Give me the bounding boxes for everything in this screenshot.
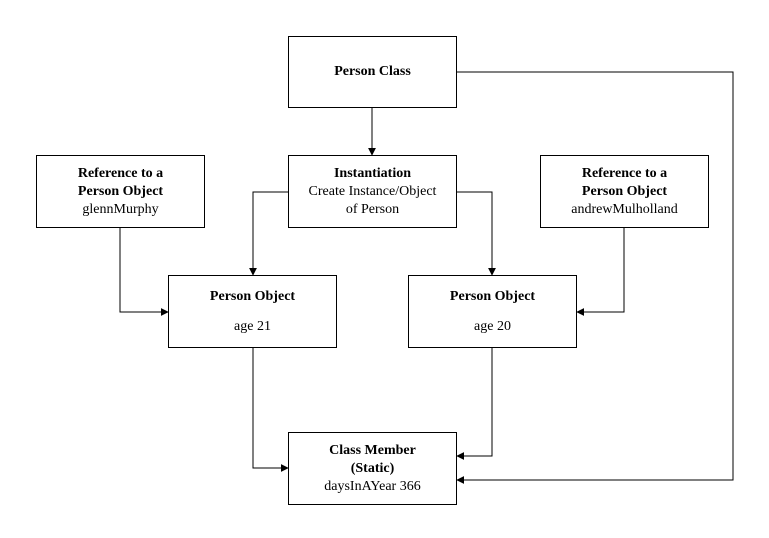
arrow-instantiation-to-object-left [249,191,288,276]
arrow-object-left-to-member [252,348,289,472]
reference-left-line1: Reference to a [77,165,164,181]
class-member-line2: (Static) [350,460,395,476]
arrow-instantiation-to-object-right [457,191,496,276]
person-object-right-age: age 20 [474,318,511,334]
person-object-left-age: age 21 [234,318,271,334]
reference-left-name: glennMurphy [82,201,159,217]
reference-left-box: Reference to a Person Object glennMurphy [36,155,205,228]
reference-right-line1: Reference to a [581,165,668,181]
instantiation-line2: of Person [345,201,400,217]
reference-right-box: Reference to a Person Object andrewMulho… [540,155,709,228]
reference-left-line2: Person Object [77,183,164,199]
class-member-line1: Class Member [329,442,416,458]
person-class-title: Person Class [334,64,411,79]
class-member-attr: daysInAYear 366 [324,478,421,494]
person-object-left-box: Person Object age 21 [168,275,337,348]
reference-right-line2: Person Object [581,183,668,199]
person-object-left-title: Person Object [209,288,296,304]
instantiation-box: Instantiation Create Instance/Object of … [288,155,457,228]
class-member-box: Class Member (Static) daysInAYear 366 [288,432,457,505]
instantiation-line1: Create Instance/Object [308,183,437,199]
person-object-right-box: Person Object age 20 [408,275,577,348]
arrow-class-to-member [456,71,734,484]
arrow-object-right-to-member [456,348,493,460]
instantiation-title: Instantiation [333,165,412,181]
person-class-box: Person Class [288,36,457,108]
arrow-ref-left-to-object-left [119,228,169,316]
person-object-right-title: Person Object [449,288,536,304]
arrow-ref-right-to-object-right [576,228,625,316]
reference-right-name: andrewMulholland [571,201,678,217]
